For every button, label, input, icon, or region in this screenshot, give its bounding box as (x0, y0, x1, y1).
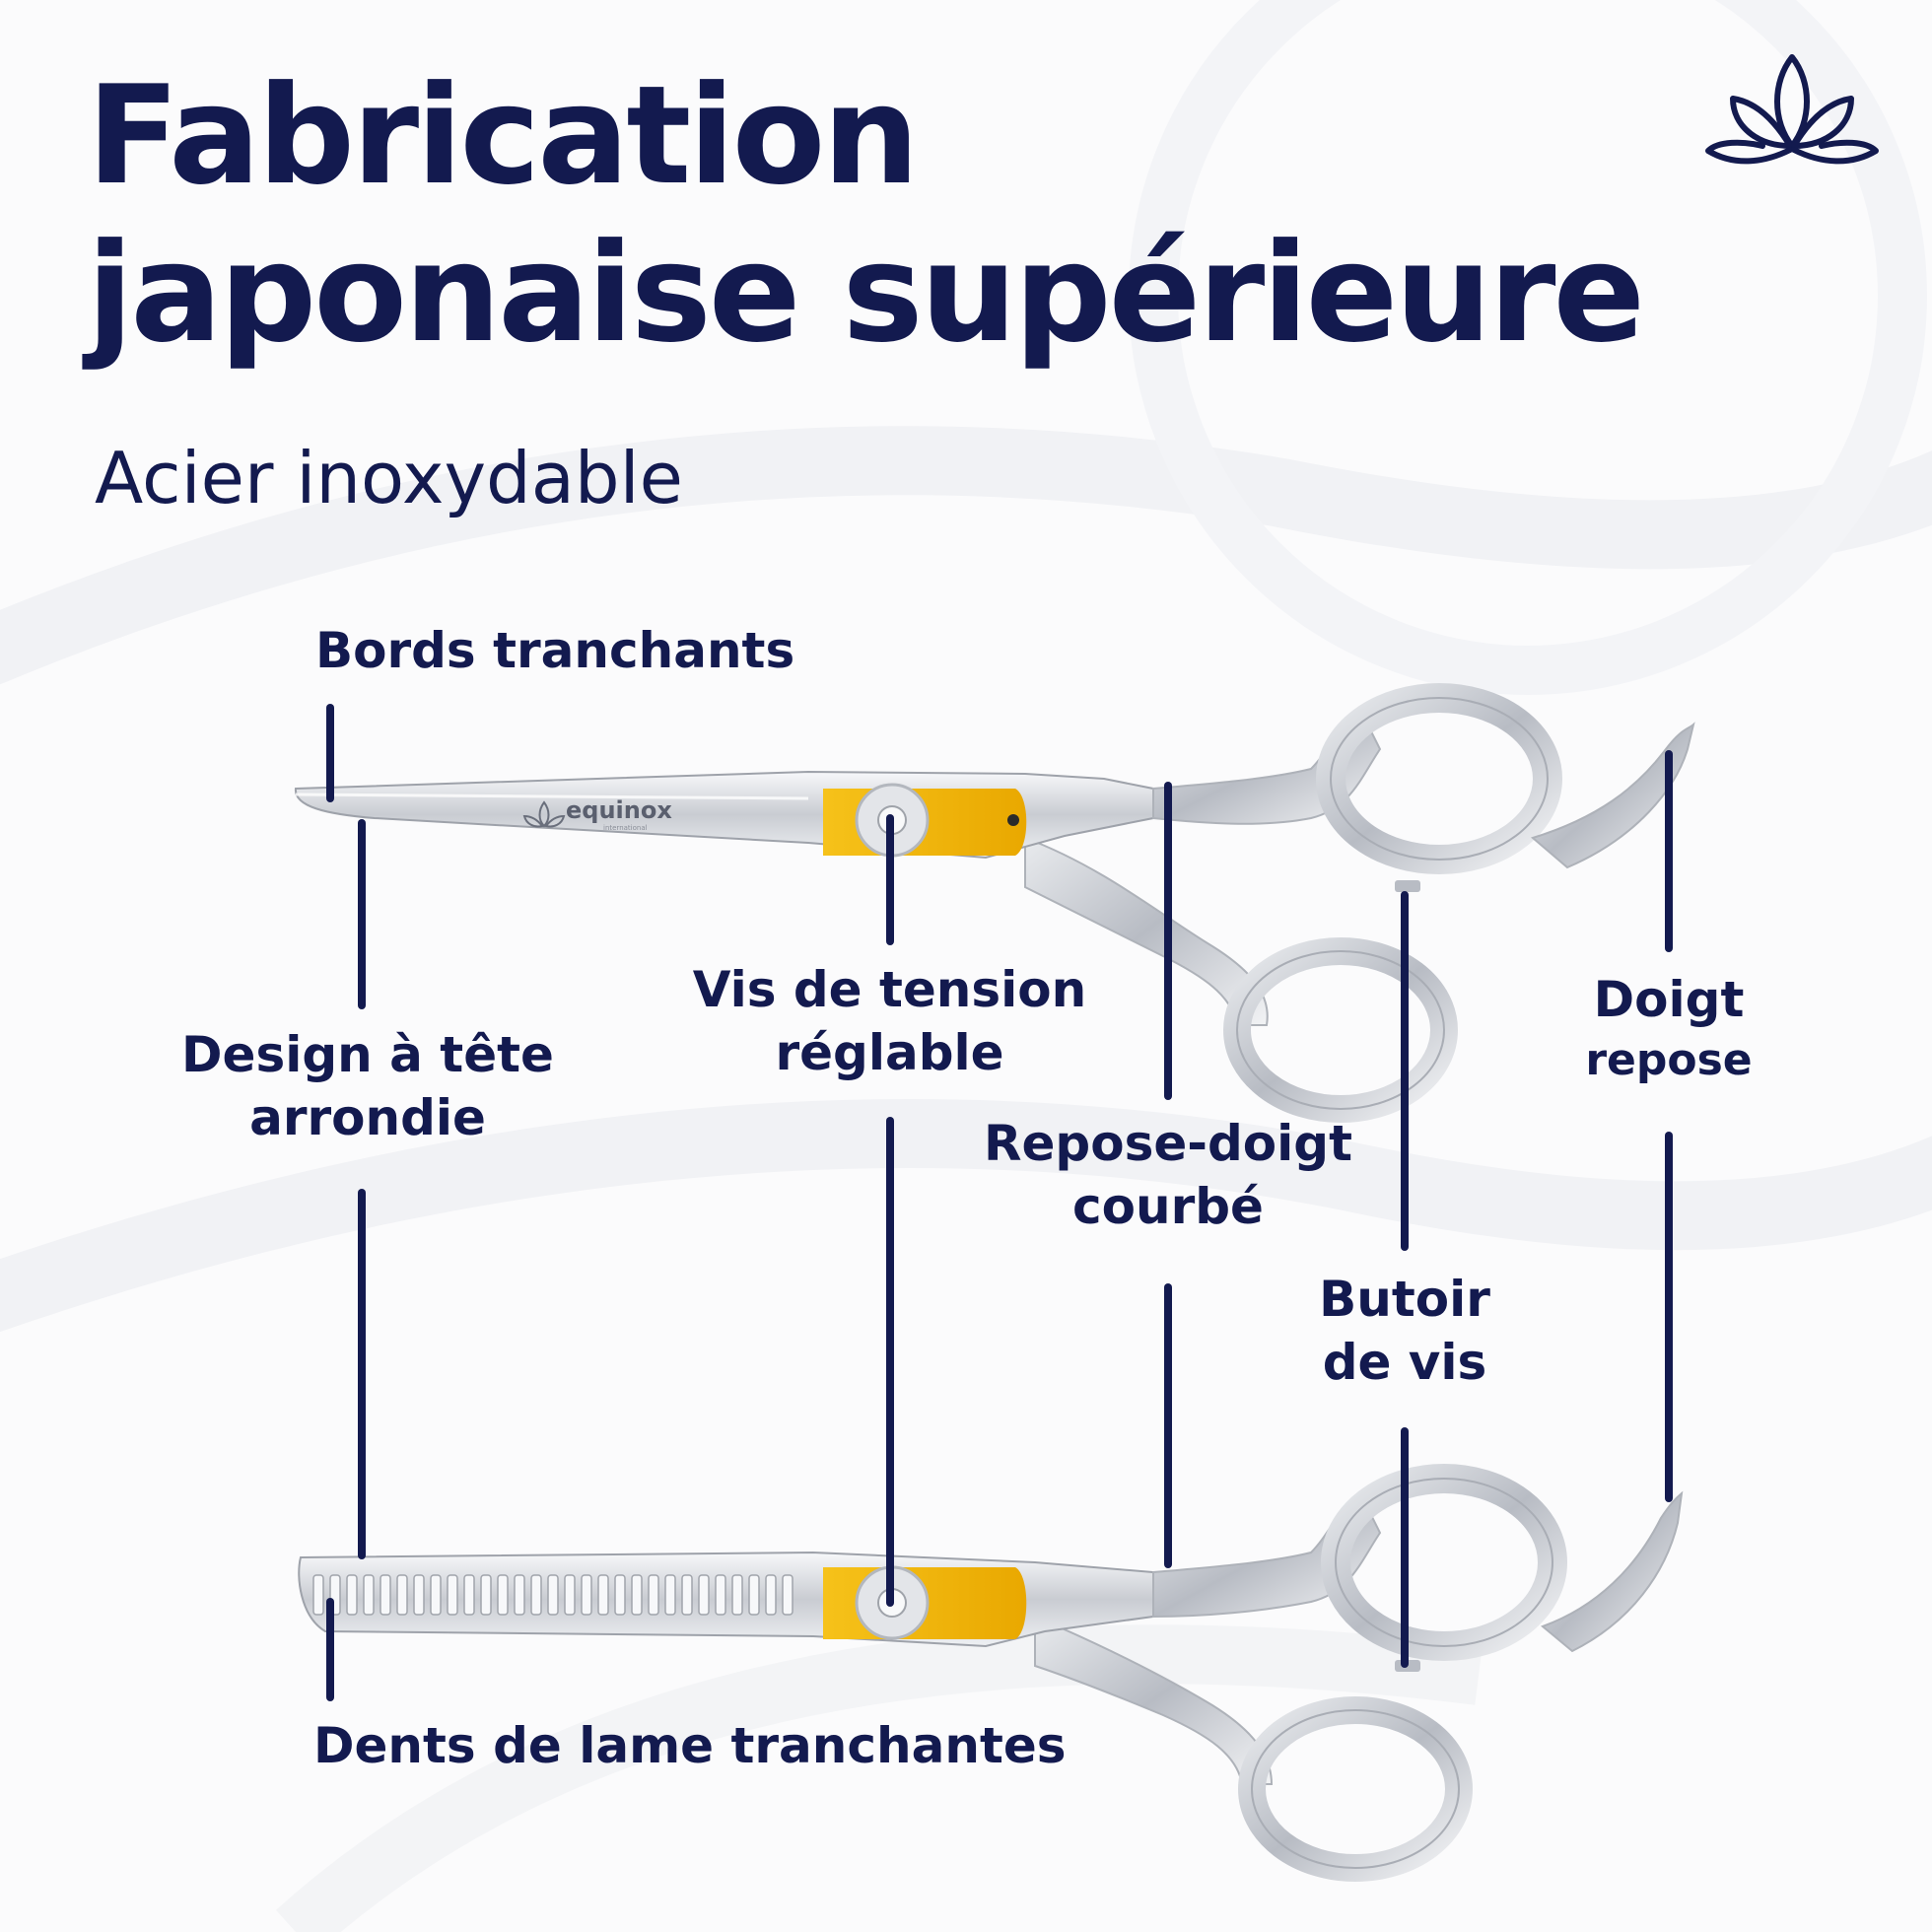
callout-lines (326, 704, 1673, 1701)
label-text: de vis (1322, 1334, 1487, 1391)
title-line-1: Fabrication (87, 56, 920, 215)
blade-tooth (530, 1574, 542, 1616)
blade-tooth (782, 1574, 794, 1616)
blade-tooth (480, 1574, 492, 1616)
blade-tooth (715, 1574, 726, 1616)
blade-tooth (312, 1574, 324, 1616)
bottom-finger-tang (1541, 1490, 1684, 1653)
blade-tooth (396, 1574, 408, 1616)
blade-tooth (748, 1574, 760, 1616)
blade-tooth (765, 1574, 777, 1616)
label-text: arrondie (249, 1089, 486, 1146)
blade-tooth (731, 1574, 743, 1616)
label-text: Doigt (1593, 971, 1745, 1028)
blade-tooth (346, 1574, 358, 1616)
blade-teeth (312, 1574, 794, 1616)
blade-tooth (564, 1574, 576, 1616)
label-text: Design à tête (181, 1026, 554, 1083)
page-title: Fabrication japonaise supérieure (87, 56, 1645, 373)
label-text: Butoir (1319, 1271, 1490, 1328)
blade-tooth (430, 1574, 442, 1616)
bottom-lower-arm (1034, 1615, 1274, 1785)
label-sharp-edges: Bords tranchants (315, 619, 794, 682)
label-text: courbé (1072, 1178, 1264, 1235)
blade-tooth (380, 1574, 391, 1616)
brand-subtitle: international (603, 824, 648, 832)
label-text: Vis de tension (692, 961, 1087, 1018)
blade-tooth (514, 1574, 525, 1616)
top-lower-arm (1024, 836, 1269, 1026)
blade-tooth (631, 1574, 643, 1616)
cutting-scissors (294, 683, 1695, 1123)
label-text: Dents de lame tranchantes (313, 1717, 1067, 1774)
blade-tooth (614, 1574, 626, 1616)
lotus-logo-icon (1705, 54, 1879, 165)
blade-tooth (664, 1574, 676, 1616)
blade-tooth (447, 1574, 458, 1616)
lotus-small-icon (522, 800, 566, 828)
label-text: repose (1585, 1035, 1753, 1085)
blade-tooth (547, 1574, 559, 1616)
label-text: Repose-doigt (984, 1115, 1352, 1172)
blade-tooth (698, 1574, 710, 1616)
label-curved-rest: Repose-doigt courbé (971, 1112, 1365, 1238)
label-text: réglable (775, 1024, 1004, 1081)
blade-tooth (581, 1574, 592, 1616)
blade-tooth (463, 1574, 475, 1616)
top-screw-stop (1395, 880, 1420, 892)
label-text: Bords tranchants (315, 622, 795, 679)
label-tension-screw: Vis de tension réglable (690, 958, 1089, 1084)
label-screw-stop: Butoir de vis (1301, 1268, 1508, 1394)
label-finger-rest: Doigt repose (1560, 968, 1777, 1090)
thinning-scissors (298, 1464, 1684, 1882)
brand-name: equinox (566, 796, 672, 824)
label-rounded-tip: Design à tête arrondie (180, 1023, 555, 1149)
top-finger-tang (1530, 722, 1695, 869)
blade-tooth (363, 1574, 375, 1616)
blade-tooth (497, 1574, 509, 1616)
title-line-2: japonaise supérieure (87, 214, 1645, 373)
blade-tooth (413, 1574, 425, 1616)
blade-tooth (648, 1574, 659, 1616)
label-blade-teeth: Dents de lame tranchantes (313, 1714, 1067, 1777)
subtitle: Acier inoxydable (95, 437, 683, 519)
blade-tooth (681, 1574, 693, 1616)
bottom-upper-arm (1152, 1491, 1382, 1619)
blade-tooth (597, 1574, 609, 1616)
